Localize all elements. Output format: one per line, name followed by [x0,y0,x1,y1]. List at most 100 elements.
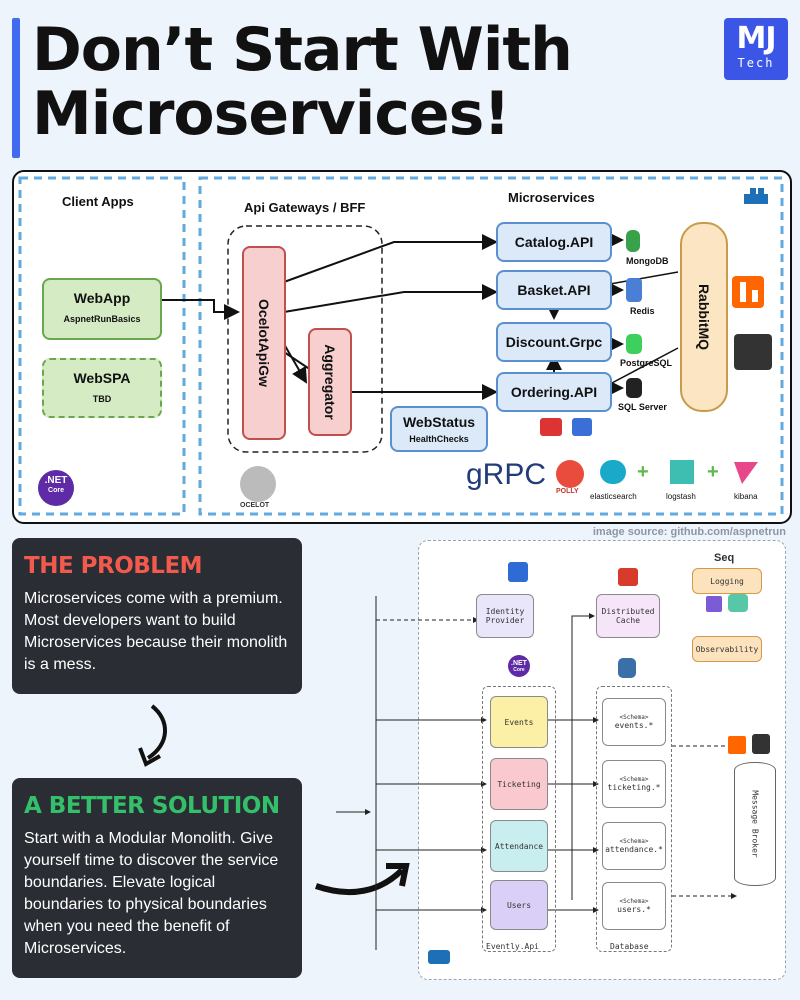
webstatus-box: WebStatus HealthChecks [390,406,488,452]
schema-ticketing-label: ticketing.* [607,783,661,792]
rabbitmq-label: RabbitMQ [696,283,712,351]
ordering-api-label: Ordering.API [510,384,598,400]
logo-mj: MJ [736,21,776,56]
mongodb-icon [626,230,640,252]
svg-text:+: + [637,461,649,483]
kibana-icon [734,462,758,484]
dotnet-logo-line2: Core [48,487,64,494]
kibana-label: kibana [734,492,758,501]
module-users: Users [490,880,548,930]
docker-small-icon [428,950,450,964]
postgres-icon [626,334,642,354]
dotnet-monolith-logo: .NET Core [508,660,530,674]
webstatus-sublabel: HealthChecks [409,434,469,444]
dotnet-icon [38,470,74,506]
module-attendance: Attendance [490,820,548,872]
schema-users-tag: <Schema> [619,898,649,905]
polly-icon [556,460,584,488]
ocelot-cat-icon [240,466,276,502]
aggregator-label: Aggregator [322,344,338,420]
redis-icon [626,278,642,302]
solution-card: A BETTER SOLUTION Start with a Modular M… [12,778,302,978]
logging-box: Logging [692,568,762,594]
page-title: Don’t Start With Microservices! [32,18,722,146]
module-ticketing: Ticketing [490,758,548,810]
opentelemetry-icon [706,596,722,612]
api-container [482,686,556,952]
webapp-sublabel: AspnetRunBasics [63,314,141,324]
problem-body: Microservices come with a premium. Most … [24,590,288,673]
healthchecks-icon [540,418,562,436]
problem-card: THE PROBLEM Microservices come with a pr… [12,538,302,694]
basket-api-label: Basket.API [517,282,591,298]
masstransit-small-icon [752,734,770,754]
architecture-diagram: + + Client Apps Api Gateways / BFF Micro… [12,170,792,524]
microservices-label: Microservices [508,190,595,205]
right-arrow-icon [315,863,410,895]
schema-users: <Schema> users.* [602,882,666,930]
brand-logo: MJ Tech [724,18,788,80]
webapp-label: WebApp [73,290,131,306]
webspa-box: WebSPA TBD [42,358,162,418]
docker-icon [744,188,768,204]
ocelot-label: OcelotApiGw [256,299,272,387]
gateways-label: Api Gateways / BFF [244,200,366,215]
schema-attendance-label: attendance.* [605,845,663,854]
client-apps-label: Client Apps [62,194,134,209]
problem-title: THE PROBLEM [24,553,203,579]
schema-attendance: <Schema> attendance.* [602,822,666,870]
module-attendance-label: Attendance [494,841,544,851]
module-events-label: Events [504,717,534,727]
ocelot-logo-text: OCELOT [240,502,270,509]
seq-label: Seq [714,552,735,564]
logstash-icon [670,460,694,484]
schema-ticketing-tag: <Schema> [619,776,649,783]
schema-events-tag: <Schema> [619,714,649,721]
message-broker-cylinder: Message Broker [734,762,776,886]
title-accent-bar [12,18,20,158]
postgres-label: PostgreSQL [620,358,673,368]
solution-body: Start with a Modular Monolith. Give your… [24,830,279,957]
ocelot-gateway-box: OcelotApiGw [242,246,286,440]
database-container [596,686,672,952]
identity-provider-label: Identity Provider [485,607,525,625]
dotnet-monolith-icon [508,655,530,677]
catalog-api-box: Catalog.API [496,222,612,262]
rabbitmq-logo-icon [732,276,764,308]
elasticsearch-icon [600,460,626,484]
module-users-label: Users [506,900,532,910]
basket-api-box: Basket.API [496,270,612,310]
schema-events: <Schema> events.* [602,698,666,746]
logo-tech: Tech [737,56,775,70]
jaeger-icon [728,594,748,612]
observability-box: Observability [692,636,762,662]
schema-users-label: users.* [617,905,651,914]
identity-provider-box: Identity Provider [476,594,534,638]
webstatus-label: WebStatus [402,414,476,430]
webspa-sublabel: TBD [92,394,112,404]
svg-text:+: + [707,461,719,483]
webspa-label: WebSPA [73,370,131,386]
module-events: Events [490,696,548,748]
schema-attendance-tag: <Schema> [619,838,649,845]
message-broker-label: Message Broker [750,790,760,858]
keycloak-icon [508,562,528,582]
dotnet-monolith-line1: .NET [511,660,527,667]
title-line-2: Microservices! [32,79,511,149]
aggregator-box: Aggregator [308,328,352,436]
image-source: image source: github.com/aspnetrun [592,526,786,538]
discount-grpc-label: Discount.Grpc [505,334,603,350]
schema-ticketing: <Schema> ticketing.* [602,760,666,808]
elasticsearch-label: elasticsearch [590,492,637,501]
postgres-monolith-icon [618,658,636,678]
mongodb-label: MongoDB [626,256,669,266]
polly-logo-text: POLLY [556,488,579,495]
rabbitmq-box: RabbitMQ [680,222,728,412]
dotnet-logo-line1: .NET [44,475,68,486]
solution-title: A BETTER SOLUTION [24,793,280,819]
catalog-api-label: Catalog.API [514,234,594,250]
logstash-label: logstash [666,492,696,501]
seq-logo-icon [572,418,592,436]
sqlserver-icon [626,378,642,398]
rabbitmq-small-icon [728,736,746,754]
